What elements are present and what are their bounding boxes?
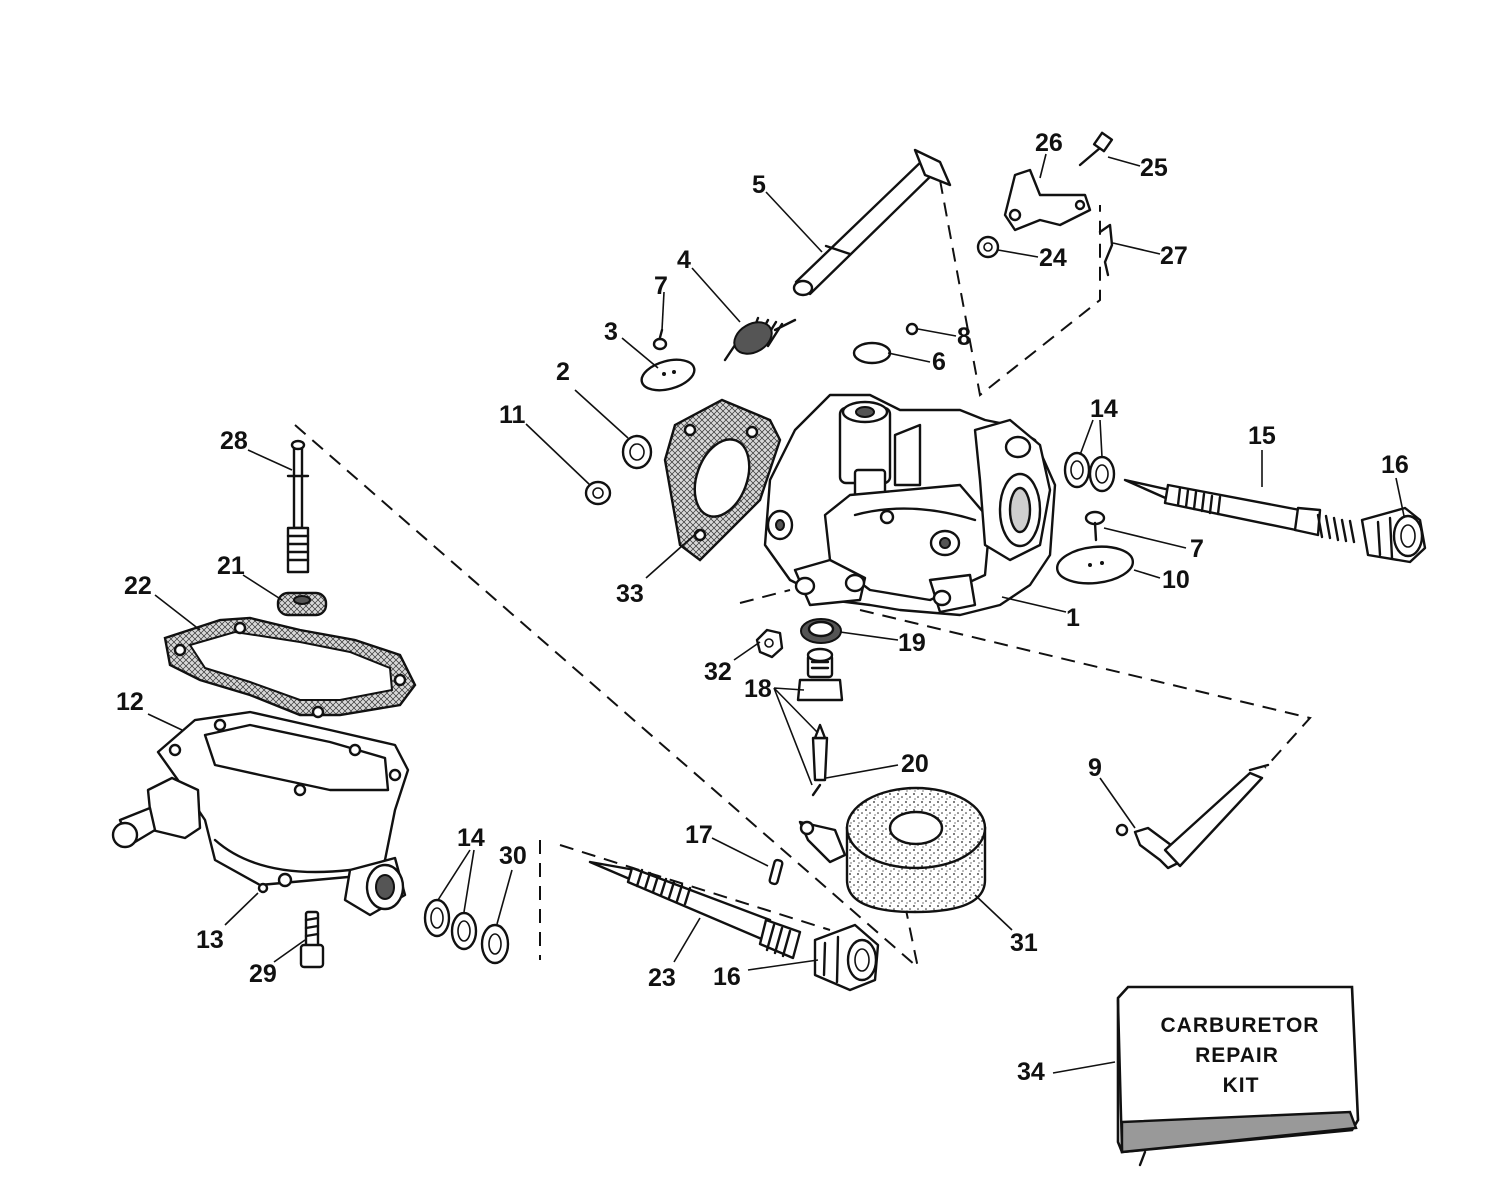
part-14-washers-right	[1063, 451, 1116, 493]
callout-20: 20	[901, 750, 929, 778]
part-30-washer	[480, 923, 510, 965]
callout-12: 12	[116, 688, 144, 716]
callout-21: 21	[217, 552, 245, 580]
callout-1: 1	[1066, 604, 1080, 632]
part-7-screw-top	[652, 328, 668, 351]
callout-22: 22	[124, 572, 152, 600]
callout-33: 33	[616, 580, 644, 608]
callout-34: 34	[1017, 1058, 1045, 1086]
callout-4: 4	[677, 246, 691, 274]
part-5-choke-shaft	[792, 148, 952, 297]
callout-3: 3	[604, 318, 618, 346]
part-31-float	[798, 786, 987, 914]
part-15-needle-valve	[1123, 478, 1322, 537]
callout-19: 19	[898, 629, 926, 657]
callout-27: 27	[1160, 242, 1188, 270]
callout-31: 31	[1010, 929, 1038, 957]
part-7-screw-right	[1084, 510, 1106, 542]
kit-label-line3: KIT	[1223, 1074, 1260, 1097]
part-26-lever	[1003, 168, 1092, 232]
part-12-float-bowl	[111, 710, 410, 917]
part-32-nut	[755, 628, 784, 659]
part-1-carburetor-body	[763, 393, 1057, 617]
part-16-packing-nut-right	[1316, 506, 1427, 564]
callout-16-right: 16	[1381, 451, 1409, 479]
part-25-screw	[1078, 131, 1114, 167]
part-28-needle	[286, 439, 310, 574]
callout-25: 25	[1140, 154, 1168, 182]
callout-8: 8	[957, 323, 971, 351]
part-34-repair-kit-box: CARBURETOR REPAIR KIT	[1116, 985, 1360, 1167]
part-14-washers-left	[423, 898, 478, 951]
part-33-flange-gasket	[663, 398, 782, 562]
part-4-spring	[723, 316, 797, 362]
callout-30: 30	[499, 842, 527, 870]
callout-numbers: 1 2 3 4 5 6 7 7 8 9 10 11 12 13 14 14 15…	[116, 129, 1409, 1086]
callout-10: 10	[1162, 566, 1190, 594]
callout-14-right: 14	[1090, 395, 1118, 423]
callout-18: 18	[744, 675, 772, 703]
callout-24: 24	[1039, 244, 1067, 272]
part-3-choke-plate	[640, 358, 696, 392]
part-21-seal	[276, 591, 328, 617]
callout-16-bottom: 16	[713, 963, 741, 991]
part-16-packing-nut-bottom	[813, 923, 880, 992]
part-22-bowl-gasket	[163, 616, 417, 719]
callout-13: 13	[196, 926, 224, 954]
callout-17: 17	[685, 821, 713, 849]
part-23-needle-valve	[588, 860, 802, 960]
part-24-washer	[976, 235, 1000, 259]
callout-5: 5	[752, 171, 766, 199]
part-27-clip	[1098, 223, 1114, 277]
callout-28: 28	[220, 427, 248, 455]
callout-7-right: 7	[1190, 535, 1204, 563]
kit-label-line1: CARBURETOR	[1161, 1014, 1320, 1037]
callout-11: 11	[499, 401, 526, 429]
callout-29: 29	[249, 960, 277, 988]
callout-32: 32	[704, 658, 732, 686]
callout-7-top: 7	[654, 272, 668, 300]
part-6-plug	[852, 341, 892, 365]
callout-26: 26	[1035, 129, 1063, 157]
part-2-seal	[621, 434, 653, 470]
callout-6: 6	[932, 348, 946, 376]
kit-label-line2: REPAIR	[1195, 1044, 1279, 1067]
part-18-needle-and-seat	[796, 647, 844, 782]
part-9-link-rod	[1115, 763, 1270, 870]
part-10-throttle-plate	[1055, 545, 1135, 585]
leader-lines	[147, 153, 1405, 1074]
callout-2: 2	[556, 358, 570, 386]
part-29-screw	[299, 910, 325, 969]
callout-23: 23	[648, 964, 676, 992]
part-13-ball	[257, 882, 269, 894]
part-17-hinge-pin	[768, 858, 784, 886]
callout-14-left: 14	[457, 824, 485, 852]
callout-9: 9	[1088, 754, 1102, 782]
callout-15: 15	[1248, 422, 1276, 450]
part-8-ball	[905, 322, 919, 336]
part-11-nut	[584, 480, 612, 506]
assembly-dashed-lines	[294, 179, 1312, 969]
part-20-pin	[811, 783, 822, 797]
